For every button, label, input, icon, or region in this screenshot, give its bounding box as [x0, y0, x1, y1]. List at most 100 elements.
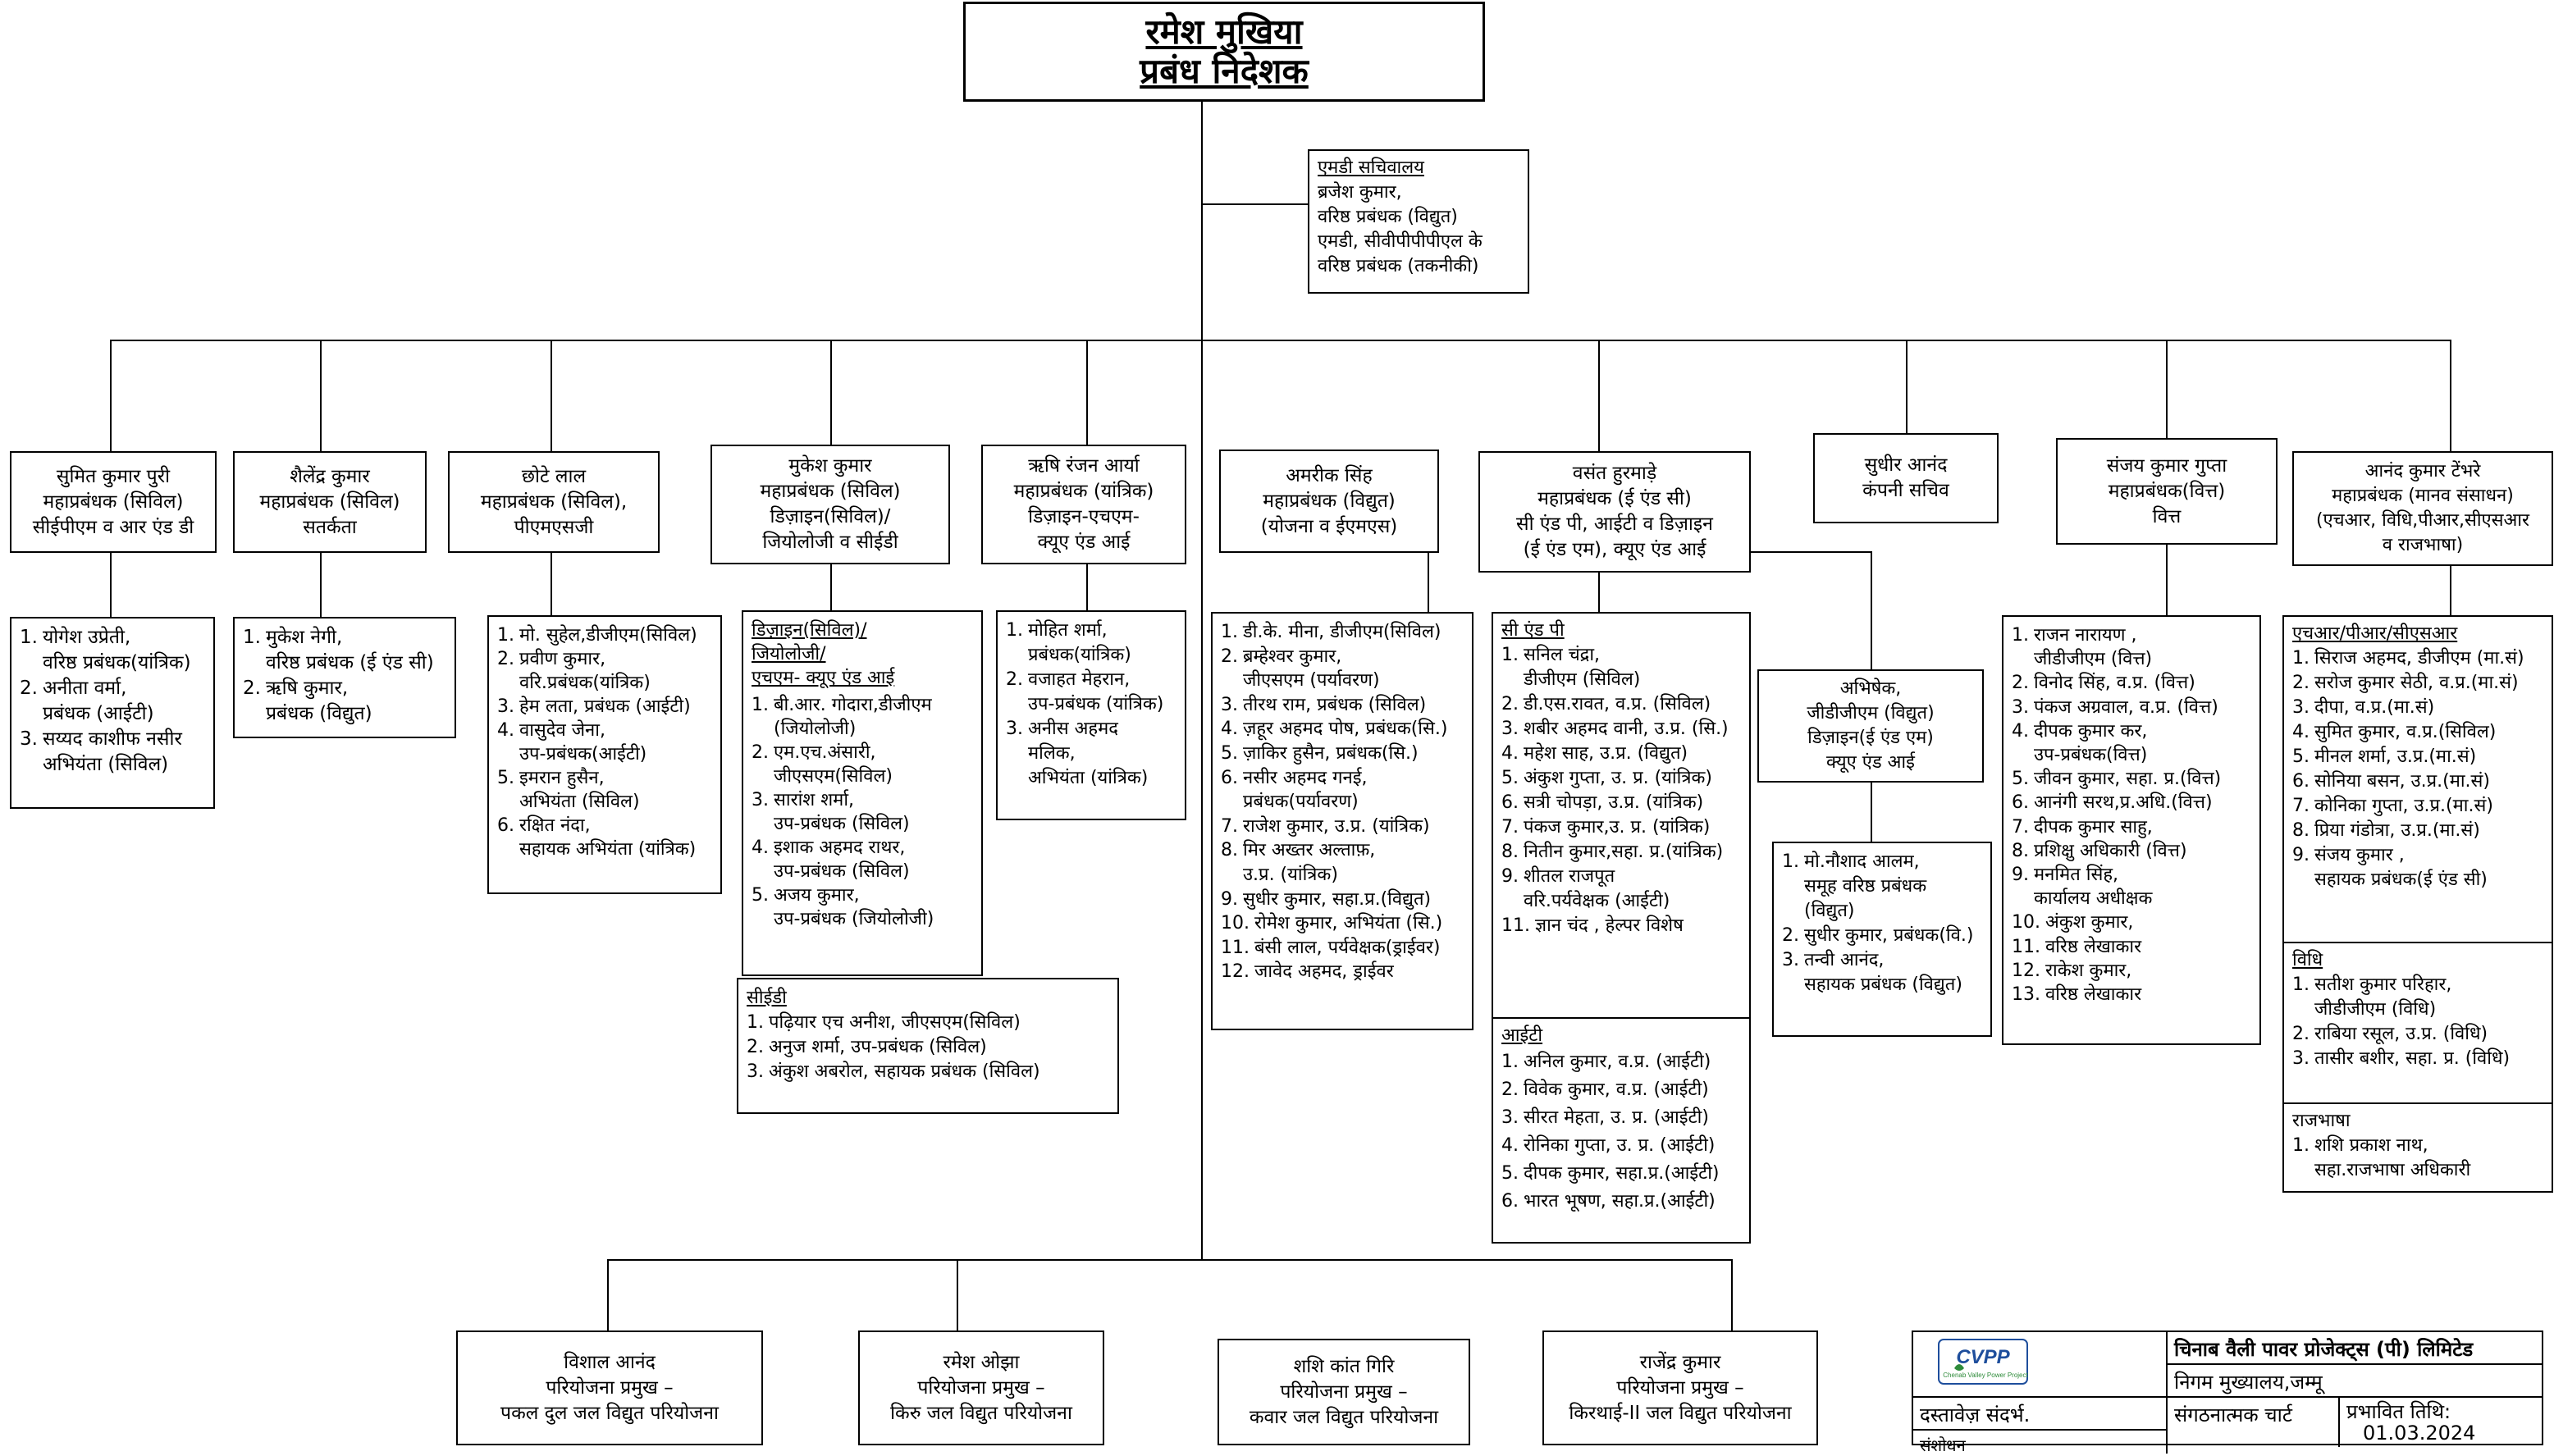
list-item: 1.योगेश उप्रेती, वरिष्ठ प्रबंधक(यांत्रिक…	[20, 625, 205, 676]
effective-date-value: 01.03.2024	[2363, 1422, 2476, 1445]
list-item: 2.राबिया रसूल, उ.प्र. (विधि)	[2292, 1022, 2543, 1047]
list-item: 5.जीवन कुमार, सहा. प्र.(वित्त)	[2012, 767, 2251, 791]
list-item: 12.राकेश कुमार,	[2012, 959, 2251, 983]
item-text: योगेश उप्रेती, वरिष्ठ प्रबंधक(यांत्रिक)	[42, 627, 191, 673]
item-number: 4.	[2292, 722, 2310, 742]
item-number: 4.	[1501, 743, 1519, 764]
gm-name: अमरीक सिंह	[1286, 464, 1373, 486]
md-secretariat-line: ब्रजेश कुमार,	[1318, 182, 1402, 203]
gm-drop-9	[2166, 340, 2168, 438]
gm-name: छोटे लाल	[521, 465, 587, 487]
item-number: 6.	[1221, 767, 1238, 788]
list-item: 3.सारांश शर्मा, उप-प्रबंधक (सिविल)	[752, 788, 973, 836]
list-item: 1.शशि प्रकाश नाथ, सहा.राजभाषा अधिकारी	[2292, 1134, 2543, 1183]
project-name: किरथाई-II जल विद्युत परियोजना	[1569, 1402, 1792, 1424]
list-item: 6.सत्री चोपड़ा, उ.प्र. (यांत्रिक)	[1501, 791, 1741, 815]
rajbhasha-section: राजभाषा 1.शशि प्रकाश नाथ, सहा.राजभाषा अध…	[2284, 1102, 2552, 1186]
item-text: बंसी लाल, पर्यवेक्षक(ड्राईवर)	[1254, 937, 1441, 958]
item-text: मनमित सिंह, कार्यालय अधीक्षक	[2034, 865, 2153, 910]
item-number: 2.	[1006, 669, 1023, 690]
list-item: 1.मो.नौशाद आलम, समूह वरिष्ठ प्रबंधक (विद…	[1782, 850, 1982, 924]
list-item: 10.अंकुश कुमार,	[2012, 911, 2251, 934]
item-number: 3.	[1221, 694, 1238, 715]
gm-drop-5	[1086, 340, 1088, 445]
item-text: शशि प्रकाश नाथ, सहा.राजभाषा अधिकारी	[2314, 1135, 2471, 1180]
item-number: 4.	[1501, 1135, 1519, 1156]
gm-designation: महाप्रबंधक (सिविल),	[480, 491, 628, 513]
list-item: 6.रक्षित नंदा, सहायक अभियंता (यांत्रिक)	[497, 814, 712, 861]
item-text: नसीर अहमद गनई, प्रबंधक(पर्यावरण)	[1243, 767, 1368, 813]
item-number: 2.	[1221, 646, 1238, 667]
list-item: 5.ज़ाकिर हुसैन, प्रबंधक(सि.)	[1221, 742, 1464, 766]
team-box-4: डिज़ाइन(सिविल)/ जियोलोजी/ एचएम- क्यूए एं…	[742, 610, 983, 976]
gm-designation: महाप्रबंधक (सिविल)	[43, 491, 184, 513]
list-item: 1.मुकेश नेगी, वरिष्ठ प्रबंधक (ई एंड सी)	[243, 625, 446, 676]
officer-name: अभिषेक,	[1839, 678, 1902, 699]
item-number: 10.	[1221, 913, 1250, 934]
gm-portfolio: सी एंड पी, आईटी व डिज़ाइन	[1516, 513, 1713, 535]
item-text: सय्यद काशीफ नसीर अभियंता (सिविल)	[42, 728, 182, 775]
md-box: रमेश मुखिया प्रबंध निदेशक	[963, 2, 1485, 102]
item-text: ज़ाकिर हुसैन, प्रबंधक(सि.)	[1243, 742, 1419, 764]
item-number: 3.	[1006, 719, 1023, 739]
list-item: 2.विवेक कुमार, व.प्र. (आईटी)	[1501, 1076, 1741, 1104]
item-text: दीपक कुमार, सहा.प्र.(आईटी)	[1524, 1163, 1720, 1184]
md-name: रमेश मुखिया	[1145, 11, 1303, 52]
effective-date-cell: प्रभावित तिथि: 01.03.2024	[2340, 1398, 2542, 1447]
item-number: 4.	[497, 720, 514, 741]
team-heading: विधि	[2292, 950, 2323, 970]
list-item: 2.सरोज कुमार सेठी, व.प्र.(मा.सं)	[2292, 671, 2543, 696]
team-heading: एचआर/पीआर/सीएसआर	[2292, 623, 2458, 644]
item-number: 3.	[752, 790, 769, 810]
item-number: 13.	[2012, 984, 2040, 1006]
item-text: विनोद सिंह, व.प्र. (वित्त)	[2034, 673, 2195, 694]
item-number: 2.	[1782, 925, 1799, 946]
item-number: 2.	[497, 649, 514, 669]
item-number: 3.	[20, 728, 38, 750]
item-text: बी.आर. गोदारा,डीजीएम (जियोलोजी)	[774, 695, 932, 739]
item-text: नितीन कुमार,सहा. प्र.(यांत्रिक)	[1524, 842, 1724, 862]
item-number: 5.	[2012, 769, 2029, 790]
list-item: 8.प्रशिक्षु अधिकारी (वित्त)	[2012, 839, 2251, 863]
md-secretariat-line: वरिष्ठ प्रबंधक (विद्युत)	[1318, 207, 1458, 227]
item-text: पंकज अग्रवाल, व.प्र. (वित्त)	[2034, 696, 2218, 718]
effective-date-label: प्रभावित तिथि:	[2346, 1400, 2451, 1423]
gm-designation: महाप्रबंधक(वित्त)	[2108, 480, 2226, 502]
abhishek-box: अभिषेक, जीडीजीएम (विद्युत) डिज़ाइन(ई एंड…	[1757, 669, 1984, 783]
project-box-4: राजेंद्र कुमार परियोजना प्रमुख – किरथाई-…	[1542, 1330, 1818, 1445]
item-text: रोनिका गुप्ता, उ. प्र. (आईटी)	[1524, 1135, 1716, 1156]
item-number: 9.	[1501, 866, 1519, 887]
gm-name: संजय कुमार गुप्ता	[2106, 454, 2227, 477]
team-box-7: सी एंड पी 1.सनिल चंद्रा, डीजीएम (सिविल) …	[1492, 612, 1751, 1244]
project-head-name: रमेश ओझा	[943, 1351, 1020, 1373]
item-number: 2.	[752, 742, 769, 763]
item-text: डी.के. मीना, डीजीएम(सिविल)	[1243, 622, 1441, 642]
item-number: 8.	[1501, 842, 1519, 862]
team-link-7	[1598, 573, 1600, 612]
gm-box-8: सुधीर आनंद कंपनी सचिव	[1813, 433, 1999, 523]
item-text: अनीस अहमद मलिक, अभियंता (यांत्रिक)	[1028, 719, 1149, 788]
item-number: 3.	[2292, 1048, 2310, 1069]
gm-portfolio: सतर्कता	[303, 516, 357, 538]
item-text: पंकज कुमार,उ. प्र. (यांत्रिक)	[1524, 817, 1711, 838]
gm-drop-8	[1906, 340, 1908, 433]
item-number: 5.	[1221, 742, 1238, 764]
list-item: 4.महेश साह, उ.प्र. (विद्युत)	[1501, 742, 1741, 766]
item-number: 8.	[2012, 840, 2029, 861]
item-number: 6.	[2012, 792, 2029, 814]
item-text: राबिया रसूल, उ.प्र. (विधि)	[2314, 1024, 2488, 1044]
item-text: जीवन कुमार, सहा. प्र.(वित्त)	[2034, 769, 2222, 790]
gm-portfolio: (ई एंड एम), क्यूए एंड आई	[1523, 539, 1706, 560]
item-text: ज्ञान चंद , हेल्पर विशेष	[1535, 915, 1684, 936]
item-text: सरोज कुमार सेठी, व.प्र.(मा.सं)	[2314, 673, 2519, 693]
item-number: 2.	[1501, 694, 1519, 714]
list-item: 5.अंकुश गुप्ता, उ. प्र. (यांत्रिक)	[1501, 766, 1741, 791]
hr-section: एचआर/पीआर/सीएसआर 1.सिराज अहमद, डीजीएम (म…	[2284, 617, 2552, 942]
list-item: 9.संजय कुमार , सहायक प्रबंधक(ई एंड सी)	[2292, 843, 2543, 892]
list-item: 4.इशाक अहमद राथर, उप-प्रबंधक (सिविल)	[752, 836, 973, 883]
gm-portfolio: (एचआर, विधि,पीआर,सीएसआर	[2315, 510, 2530, 531]
gm-box-3: छोटे लाल महाप्रबंधक (सिविल), पीएमएसजी	[448, 451, 660, 553]
list-item: 10.रोमेश कुमार, अभियंता (सि.)	[1221, 911, 1464, 936]
project-box-1: विशाल आनंद परियोजना प्रमुख – पकल दुल जल …	[456, 1330, 763, 1445]
gm-box-5: ऋषि रंजन आर्या महाप्रबंधक (यांत्रिक) डिज…	[981, 445, 1186, 564]
